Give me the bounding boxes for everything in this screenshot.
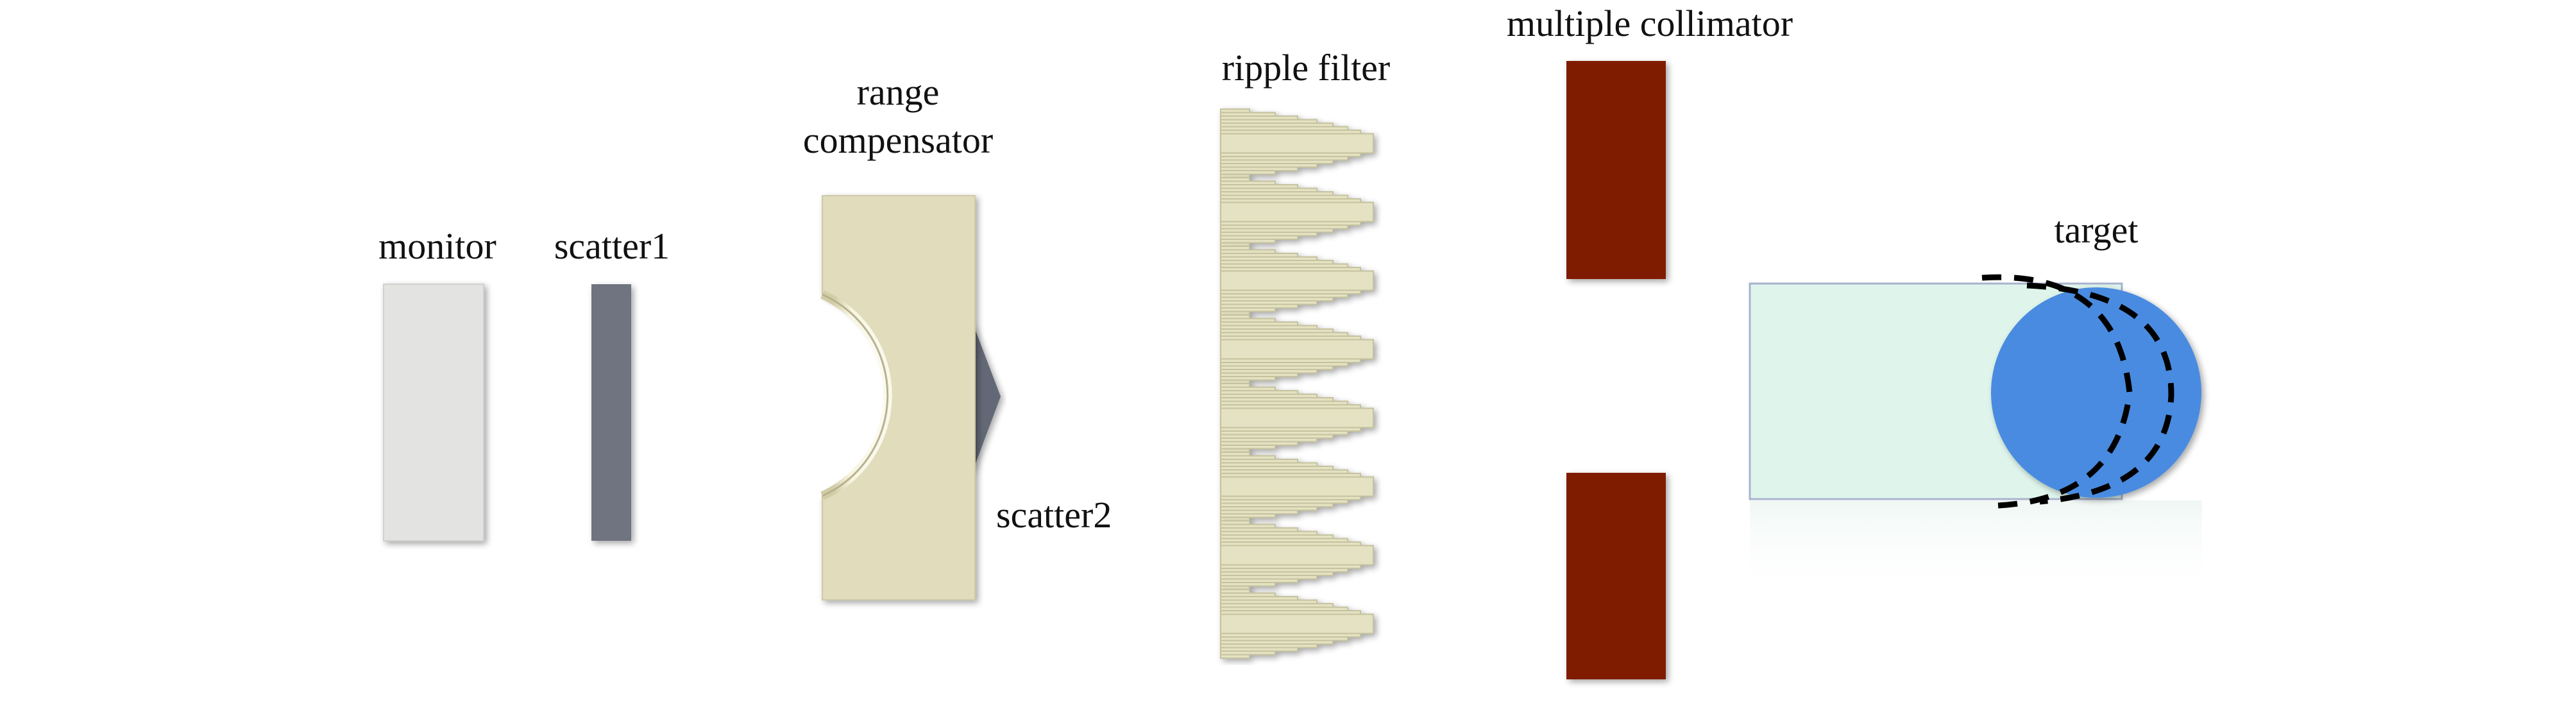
target-dashed-contour-outer [2026, 282, 2174, 505]
multiple-collimator-label: multiple collimator [1507, 3, 1793, 44]
target-dashed-contour-inner [1981, 274, 2133, 509]
monitor-label: monitor [378, 225, 496, 267]
ripple-filter-step [1220, 613, 1374, 634]
ripple-filter-tooth [1220, 177, 1374, 247]
collimator-lower-jaw [1566, 473, 1666, 679]
target-reflection [1750, 500, 2202, 597]
scatter1-plate [591, 284, 631, 541]
range-compensator-bowl-edge [822, 293, 889, 497]
ripple-filter-tooth [1220, 314, 1374, 384]
target-label: target [2055, 209, 2139, 251]
ripple-filter-step [1220, 545, 1374, 566]
monitor: monitor [378, 225, 496, 541]
range-compensator: range compensator scatter2 [803, 71, 1112, 600]
range-compensator-block [822, 195, 976, 600]
ripple-filter-step [1220, 339, 1374, 360]
ripple-filter-tooth [1220, 246, 1374, 316]
target-sphere [1991, 287, 2201, 498]
scatter1: scatter1 [554, 225, 670, 541]
ripple-filter-label: ripple filter [1222, 47, 1391, 89]
ripple-filter-step [1220, 407, 1374, 429]
ripple-filter-tooth [1220, 383, 1374, 453]
collimator-upper-jaw [1566, 61, 1666, 279]
ripple-filter-tooth [1220, 520, 1374, 590]
target: target [1749, 209, 2202, 597]
multiple-collimator: multiple collimator [1507, 3, 1793, 679]
scatter2-label: scatter2 [996, 494, 1112, 536]
ripple-filter-step [1220, 476, 1374, 497]
ripple-filter-step [1220, 201, 1374, 223]
monitor-plate [383, 284, 484, 541]
ripple-filter-tooth [1220, 108, 1374, 178]
ripple-filter: ripple filter [1220, 47, 1391, 659]
ripple-filter-step [1220, 133, 1374, 154]
ripple-filter-tooth [1220, 452, 1374, 522]
ripple-filter-tooth [1220, 589, 1374, 659]
range-compensator-label-line1: range [857, 71, 940, 113]
scatter2-wedge [972, 321, 1001, 473]
ripple-filter-teeth [1220, 108, 1374, 659]
scatter1-label: scatter1 [554, 225, 670, 267]
range-compensator-label-line2: compensator [803, 119, 993, 161]
ripple-filter-step [1220, 270, 1374, 291]
